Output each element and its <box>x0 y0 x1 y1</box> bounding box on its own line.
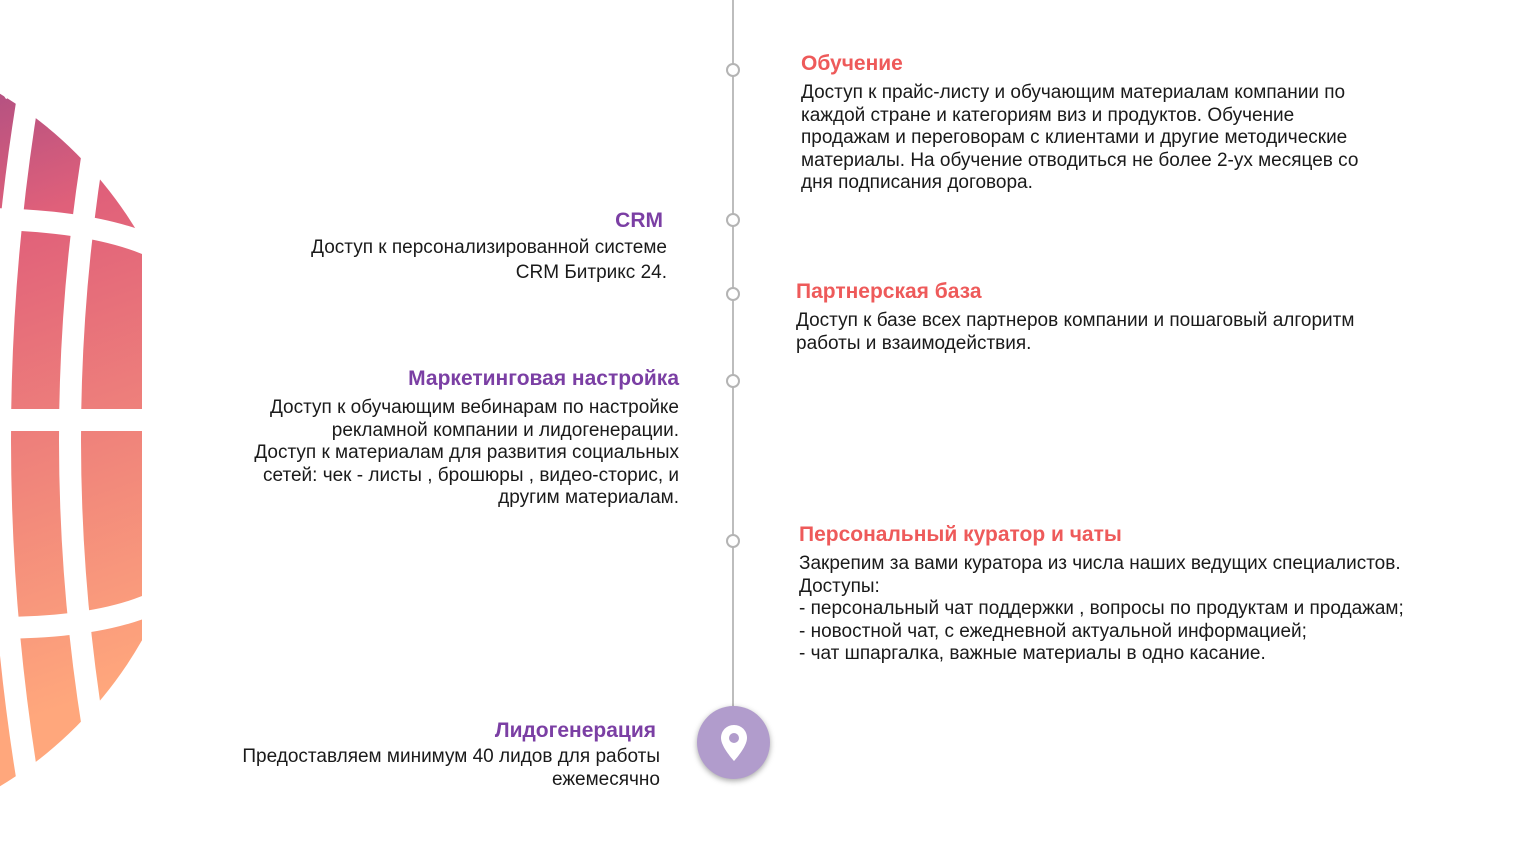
leadgen-title: Лидогенерация <box>494 719 656 742</box>
timeline-line <box>732 0 734 706</box>
timeline-node-marketing <box>726 374 740 388</box>
crm-body: Доступ к персонализированной системе CRM… <box>311 237 667 283</box>
timeline-node-leadgen <box>697 706 770 779</box>
crm-title: CRM <box>615 209 663 232</box>
marketing-body: Доступ к обучающим вебинарам по настройк… <box>254 397 679 508</box>
curator-title: Персональный куратор и чаты <box>799 523 1122 546</box>
leadgen-body: Предоставляем минимум 40 лидов для работ… <box>242 746 660 790</box>
timeline-node-partner-base <box>726 287 740 301</box>
location-pin-icon <box>720 724 747 761</box>
timeline-node-training <box>726 63 740 77</box>
curator-body: Закрепим за вами куратора из числа наших… <box>799 553 1404 664</box>
globe-icon <box>0 0 142 854</box>
partner-base-block: Партнерская база Доступ к базе всех парт… <box>796 280 1496 355</box>
leadgen-block: Лидогенерация Предоставляем минимум 40 л… <box>140 719 660 791</box>
timeline-node-curator <box>726 534 740 548</box>
timeline-node-crm <box>726 213 740 227</box>
marketing-block: Маркетинговая настройка Доступ к обучающ… <box>159 367 679 510</box>
partner-base-title: Партнерская база <box>796 280 982 303</box>
marketing-title: Маркетинговая настройка <box>408 367 679 390</box>
training-body: Доступ к прайс-листу и обучающим материа… <box>801 82 1359 193</box>
crm-block: CRM Доступ к персонализированной системе… <box>187 209 667 285</box>
curator-block: Персональный куратор и чаты Закрепим за … <box>799 523 1509 666</box>
training-block: Обучение Доступ к прайс-листу и обучающи… <box>801 52 1501 195</box>
training-title: Обучение <box>801 52 903 75</box>
partner-base-body: Доступ к базе всех партнеров компании и … <box>796 310 1355 354</box>
